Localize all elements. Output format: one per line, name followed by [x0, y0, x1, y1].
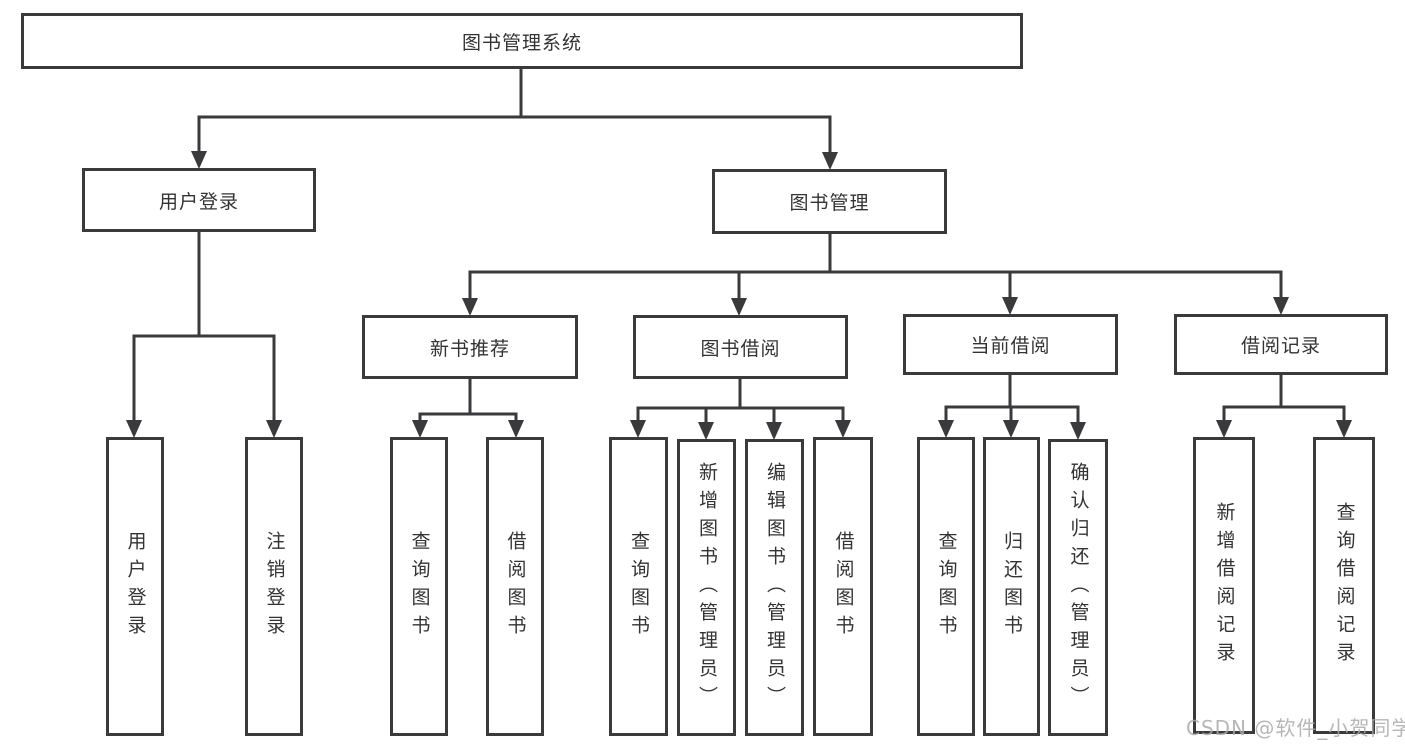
tree-edges [132, 67, 1346, 428]
node-library-system: 图书管理系统 [21, 13, 1023, 69]
leaf-return-books: 归还图书 [983, 437, 1040, 736]
leaf-query-borrow-record: 查询借阅记录 [1313, 437, 1375, 734]
leaf-add-book-admin: 新增图书（管理员） [677, 439, 736, 736]
leaf-add-borrow-record: 新增借阅记录 [1193, 437, 1255, 734]
leaf-query-books-recommend: 查询图书 [390, 437, 448, 736]
leaf-query-books-current: 查询图书 [917, 437, 975, 736]
csdn-watermark: CSDN @软件_小贺同学 [1186, 716, 1405, 740]
node-current-borrowing: 当前借阅 [903, 314, 1118, 375]
leaf-confirm-return-admin: 确认归还（管理员） [1048, 439, 1108, 736]
node-book-borrowing: 图书借阅 [633, 315, 848, 379]
leaf-edit-book-admin: 编辑图书（管理员） [745, 439, 804, 736]
leaf-user-login: 用户登录 [106, 437, 164, 736]
node-user-login: 用户登录 [82, 168, 316, 232]
arrowhead-icons [126, 151, 1352, 440]
leaf-borrow-books-recommend: 借阅图书 [486, 437, 544, 736]
leaf-logout: 注销登录 [245, 437, 303, 736]
node-book-management: 图书管理 [712, 169, 947, 234]
leaf-query-books-borrowing: 查询图书 [609, 437, 668, 736]
leaf-borrow-books-borrowing: 借阅图书 [813, 437, 873, 736]
node-borrowing-records: 借阅记录 [1174, 314, 1388, 375]
node-new-book-recommend: 新书推荐 [362, 315, 578, 379]
